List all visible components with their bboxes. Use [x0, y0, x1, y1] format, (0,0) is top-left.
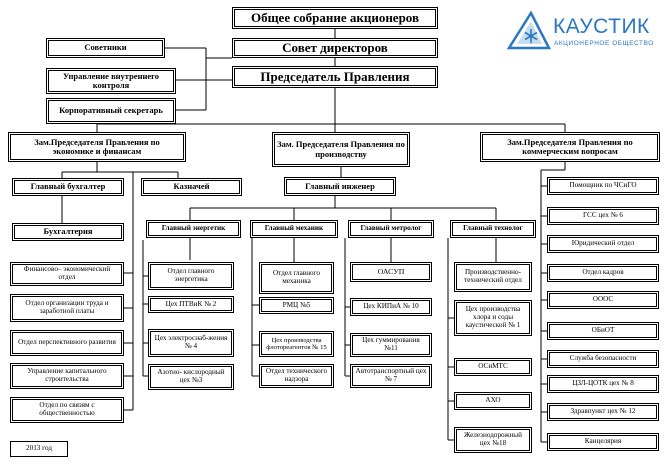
chief-power-engineer-box: Главный энергетик — [146, 220, 241, 238]
advisors-box: Советники — [46, 38, 165, 58]
technologist-unit: Производственно-технический отдел — [454, 262, 532, 292]
economics-unit: Отдел по связям с общественностью — [10, 397, 124, 423]
chairman-box: Председатель Правления — [232, 66, 438, 88]
logo-title: КАУСТИК — [553, 15, 650, 38]
metrologist-unit: Автотранспортный цех № 7 — [350, 364, 432, 388]
commercial-unit: Служба безопасности — [547, 350, 659, 368]
mechanic-unit: Цех производства флотореагентов № 15 — [259, 331, 334, 357]
technologist-unit: ОСиМТС — [454, 358, 532, 376]
snowflake-triangle-icon — [506, 10, 552, 50]
deputy-commercial-box: Зам.Председателя Правления по коммерческ… — [480, 132, 660, 162]
commercial-unit: Помощник по ЧСиГО — [547, 177, 659, 195]
technologist-unit: АХО — [454, 392, 532, 410]
chief-mechanic-box: Главный механик — [250, 220, 338, 238]
shareholders-box: Общее собрание акционеров — [232, 7, 438, 29]
economics-unit: Финансово– экономический отдел — [10, 262, 124, 286]
commercial-unit: ГСС цех № 6 — [547, 207, 659, 225]
deputy-economics-box: Зам.Председателя Правления по экономике … — [8, 132, 186, 162]
deputy-production-box: Зам. Председателя Правления по производс… — [272, 132, 410, 167]
chief-metrologist-box: Главный метролог — [348, 220, 434, 238]
commercial-unit: Здравпункт цех № 12 — [547, 403, 659, 421]
internal-control-box: Управление внутреннего контроля — [46, 68, 176, 94]
commercial-unit: ОООС — [547, 291, 659, 309]
commercial-unit: Отдел кадров — [547, 264, 659, 282]
chief-accountant-box: Главный бухгалтер — [12, 178, 124, 196]
mechanic-unit: Отдел технического надзора — [259, 364, 334, 388]
commercial-unit: ОБиОТ — [547, 322, 659, 340]
power-unit: Отдел главного энергетика — [148, 262, 234, 290]
metrologist-unit: Цех КИПиА № 10 — [350, 298, 432, 316]
company-logo: КАУСТИК АКЦИОНЕРНОЕ ОБЩЕСТВО — [505, 10, 665, 52]
commercial-unit: ЦЗЛ-ЦОТК цех № 8 — [547, 375, 659, 393]
power-unit: Азотно- кислородный цех №3 — [148, 364, 234, 390]
mechanic-unit: Отдел главного механика — [259, 262, 334, 294]
board-box: Совет директоров — [232, 38, 438, 58]
mechanic-unit: РМЦ №5 — [259, 297, 334, 314]
metrologist-unit: Цех гуммирования №11 — [350, 333, 432, 357]
accounting-box: Бухгалтерия — [12, 223, 124, 241]
economics-unit: Управление капитального строительства — [10, 363, 124, 389]
technologist-unit: Цех производства хлора и соды каустическ… — [454, 300, 532, 336]
chief-engineer-box: Главный инженер — [284, 177, 396, 196]
commercial-unit: Канцелярия — [547, 433, 659, 451]
chief-technologist-box: Главный технолог — [450, 220, 536, 238]
economics-unit: Отдел перспективного развития — [10, 330, 124, 356]
corp-secretary-box: Корпоративный секретарь — [46, 98, 176, 124]
year-note: 2013 год — [10, 441, 68, 457]
technologist-unit: Железнодорожный цех №18 — [454, 427, 532, 453]
power-unit: Цех ПТВиК № 2 — [148, 296, 234, 313]
metrologist-unit: ОАСУП — [350, 262, 432, 282]
logo-subtitle: АКЦИОНЕРНОЕ ОБЩЕСТВО — [554, 40, 654, 47]
treasurer-box: Казначей — [141, 178, 242, 196]
economics-unit: Отдел организации труда и заработной пла… — [10, 294, 124, 322]
commercial-unit: Юридический отдел — [547, 235, 659, 253]
power-unit: Цех электроснаб-жения № 4 — [148, 329, 234, 357]
